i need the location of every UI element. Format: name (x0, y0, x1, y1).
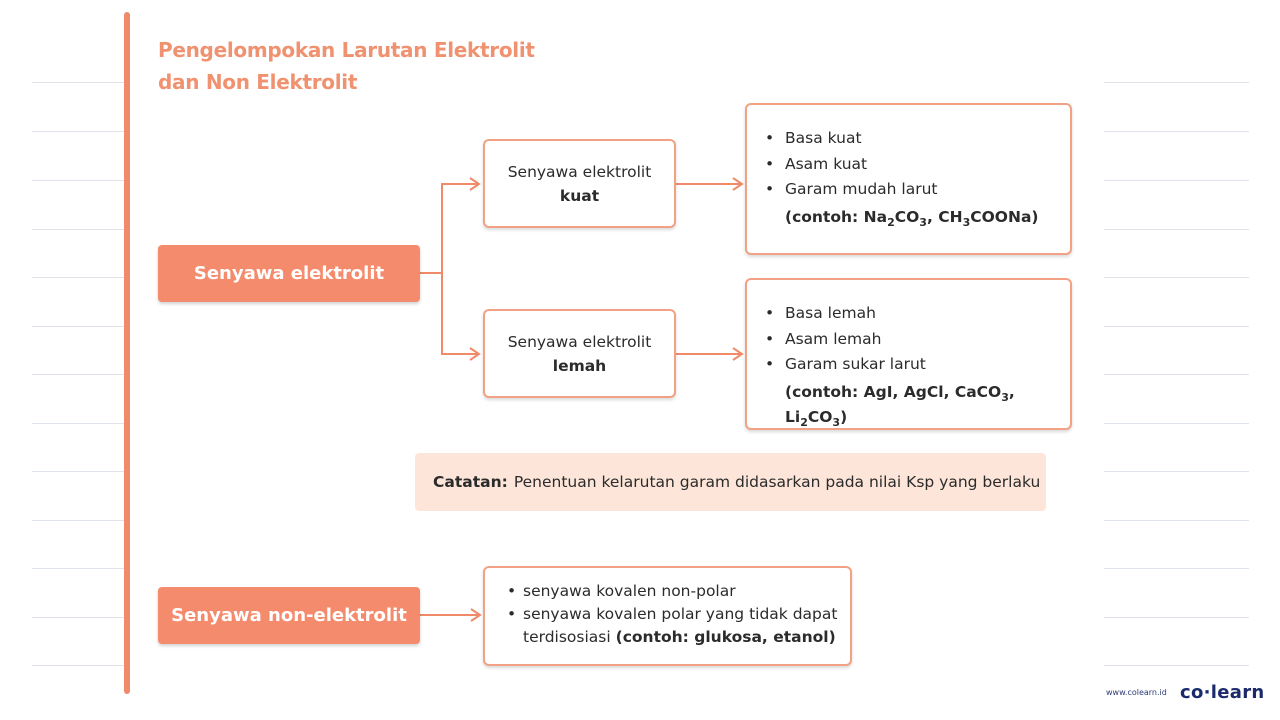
bullet-icon: • (507, 605, 517, 623)
list-item-text: Basa lemah (785, 304, 876, 322)
list-item-text: Asam kuat (785, 154, 868, 173)
weak-line-1: Senyawa elektrolit (507, 332, 652, 351)
non-electrolyte-node: Senyawa non-elektrolit (158, 587, 420, 644)
notebook-rule (1104, 520, 1249, 521)
notebook-rule (32, 180, 124, 181)
weak-line-2: lemah (552, 356, 607, 375)
notebook-rule (1104, 374, 1249, 375)
list-item: • Garam sukar larut (765, 352, 1070, 378)
weak-example: (contoh: AgI, AgCl, CaCO3, Li2CO3) (785, 382, 1015, 430)
list-item: • Basa kuat (765, 126, 1070, 152)
branch-connector (420, 183, 478, 274)
arrow-head (732, 177, 744, 191)
bullet-icon: • (765, 355, 775, 373)
list-item-text: Garam mudah larut (785, 180, 938, 198)
list-item: • Garam mudah larut (765, 177, 1070, 203)
non-electrolyte-label: Senyawa non-elektrolit (171, 605, 407, 626)
notebook-rule (32, 665, 124, 666)
notebook-rule (1104, 277, 1249, 278)
arrow-head (469, 177, 481, 191)
list-item-text: senyawa kovalen polar yang tidak dapat (523, 605, 838, 623)
notebook-rule (1104, 617, 1249, 618)
list-item: • Asam kuat (765, 152, 1070, 178)
footer-url: www.colearn.id (1106, 688, 1167, 697)
list-item-continuation: terdisosiasi (contoh: glukosa, etanol) (523, 628, 836, 646)
non-electrolyte-example: (contoh: glukosa, etanol) (615, 628, 836, 646)
notebook-rule (32, 520, 124, 521)
bullet-icon: • (765, 180, 775, 198)
notebook-rule (32, 471, 124, 472)
notebook-rule (32, 617, 124, 618)
bullet-icon: • (765, 154, 775, 173)
list-item: • Asam lemah (765, 327, 1070, 353)
page-title: Pengelompokan Larutan Elektrolit dan Non… (158, 34, 535, 98)
arrow-head (732, 347, 744, 361)
branch-connector (441, 273, 478, 355)
electrolyte-node: Senyawa elektrolit (158, 245, 420, 302)
weak-electrolyte-node: Senyawa elektrolit lemah (483, 309, 676, 398)
accent-bar (124, 12, 130, 694)
notebook-rule (32, 229, 124, 230)
list-item-text: Asam lemah (785, 329, 882, 348)
list-item-text: Garam sukar larut (785, 355, 926, 373)
notebook-rule (32, 568, 124, 569)
notebook-rule (32, 423, 124, 424)
title-line-1: Pengelompokan Larutan Elektrolit (158, 38, 535, 62)
strong-line-1: Senyawa elektrolit (507, 162, 652, 181)
bullet-icon: • (507, 582, 517, 600)
strong-list-box: • Basa kuat • Asam kuat • Garam mudah larut… (745, 103, 1072, 255)
bullet-icon: • (765, 304, 775, 322)
notebook-rule (32, 131, 124, 132)
list-item-text: senyawa kovalen non-polar (523, 582, 736, 600)
strong-example: (contoh: Na2CO3, CH3COONa) (785, 207, 1039, 229)
notebook-rule (1104, 82, 1249, 83)
list-item: • senyawa kovalen non-polar (507, 580, 850, 603)
non-electrolyte-list-box: • senyawa kovalen non-polar • senyawa kova… (483, 566, 852, 666)
notebook-rule (32, 374, 124, 375)
bullet-icon: • (765, 129, 775, 147)
list-item-text: Basa kuat (785, 129, 862, 147)
notebook-rule (32, 82, 124, 83)
notebook-rule (32, 277, 124, 278)
colearn-logo: co·learn (1180, 682, 1265, 703)
notebook-rule (1104, 568, 1249, 569)
title-line-2: dan Non Elektrolit (158, 70, 358, 94)
notebook-rule (1104, 131, 1249, 132)
note-box: Catatan: Penentuan kelarutan garam didas… (415, 453, 1046, 511)
arrow-head (469, 347, 481, 361)
weak-list-box: • Basa lemah • Asam lemah • Garam sukar lar… (745, 278, 1072, 430)
notebook-rule (1104, 665, 1249, 666)
notebook-rule (1104, 229, 1249, 230)
strong-electrolyte-node: Senyawa elektrolit kuat (483, 139, 676, 228)
notebook-rule (1104, 180, 1249, 181)
notebook-rule (1104, 471, 1249, 472)
arrow-head (470, 608, 482, 622)
bullet-icon: • (765, 329, 775, 348)
notebook-rule (32, 326, 124, 327)
notebook-rule (1104, 423, 1249, 424)
electrolyte-label: Senyawa elektrolit (193, 263, 385, 284)
notebook-rule (1104, 326, 1249, 327)
note-label: Catatan: (433, 473, 508, 491)
list-item: • senyawa kovalen polar yang tidak dapat (507, 603, 850, 626)
note-text: Penentuan kelarutan garam didasarkan pad… (513, 473, 1041, 491)
list-item: • Basa lemah (765, 301, 1070, 327)
strong-line-2: kuat (559, 186, 600, 205)
